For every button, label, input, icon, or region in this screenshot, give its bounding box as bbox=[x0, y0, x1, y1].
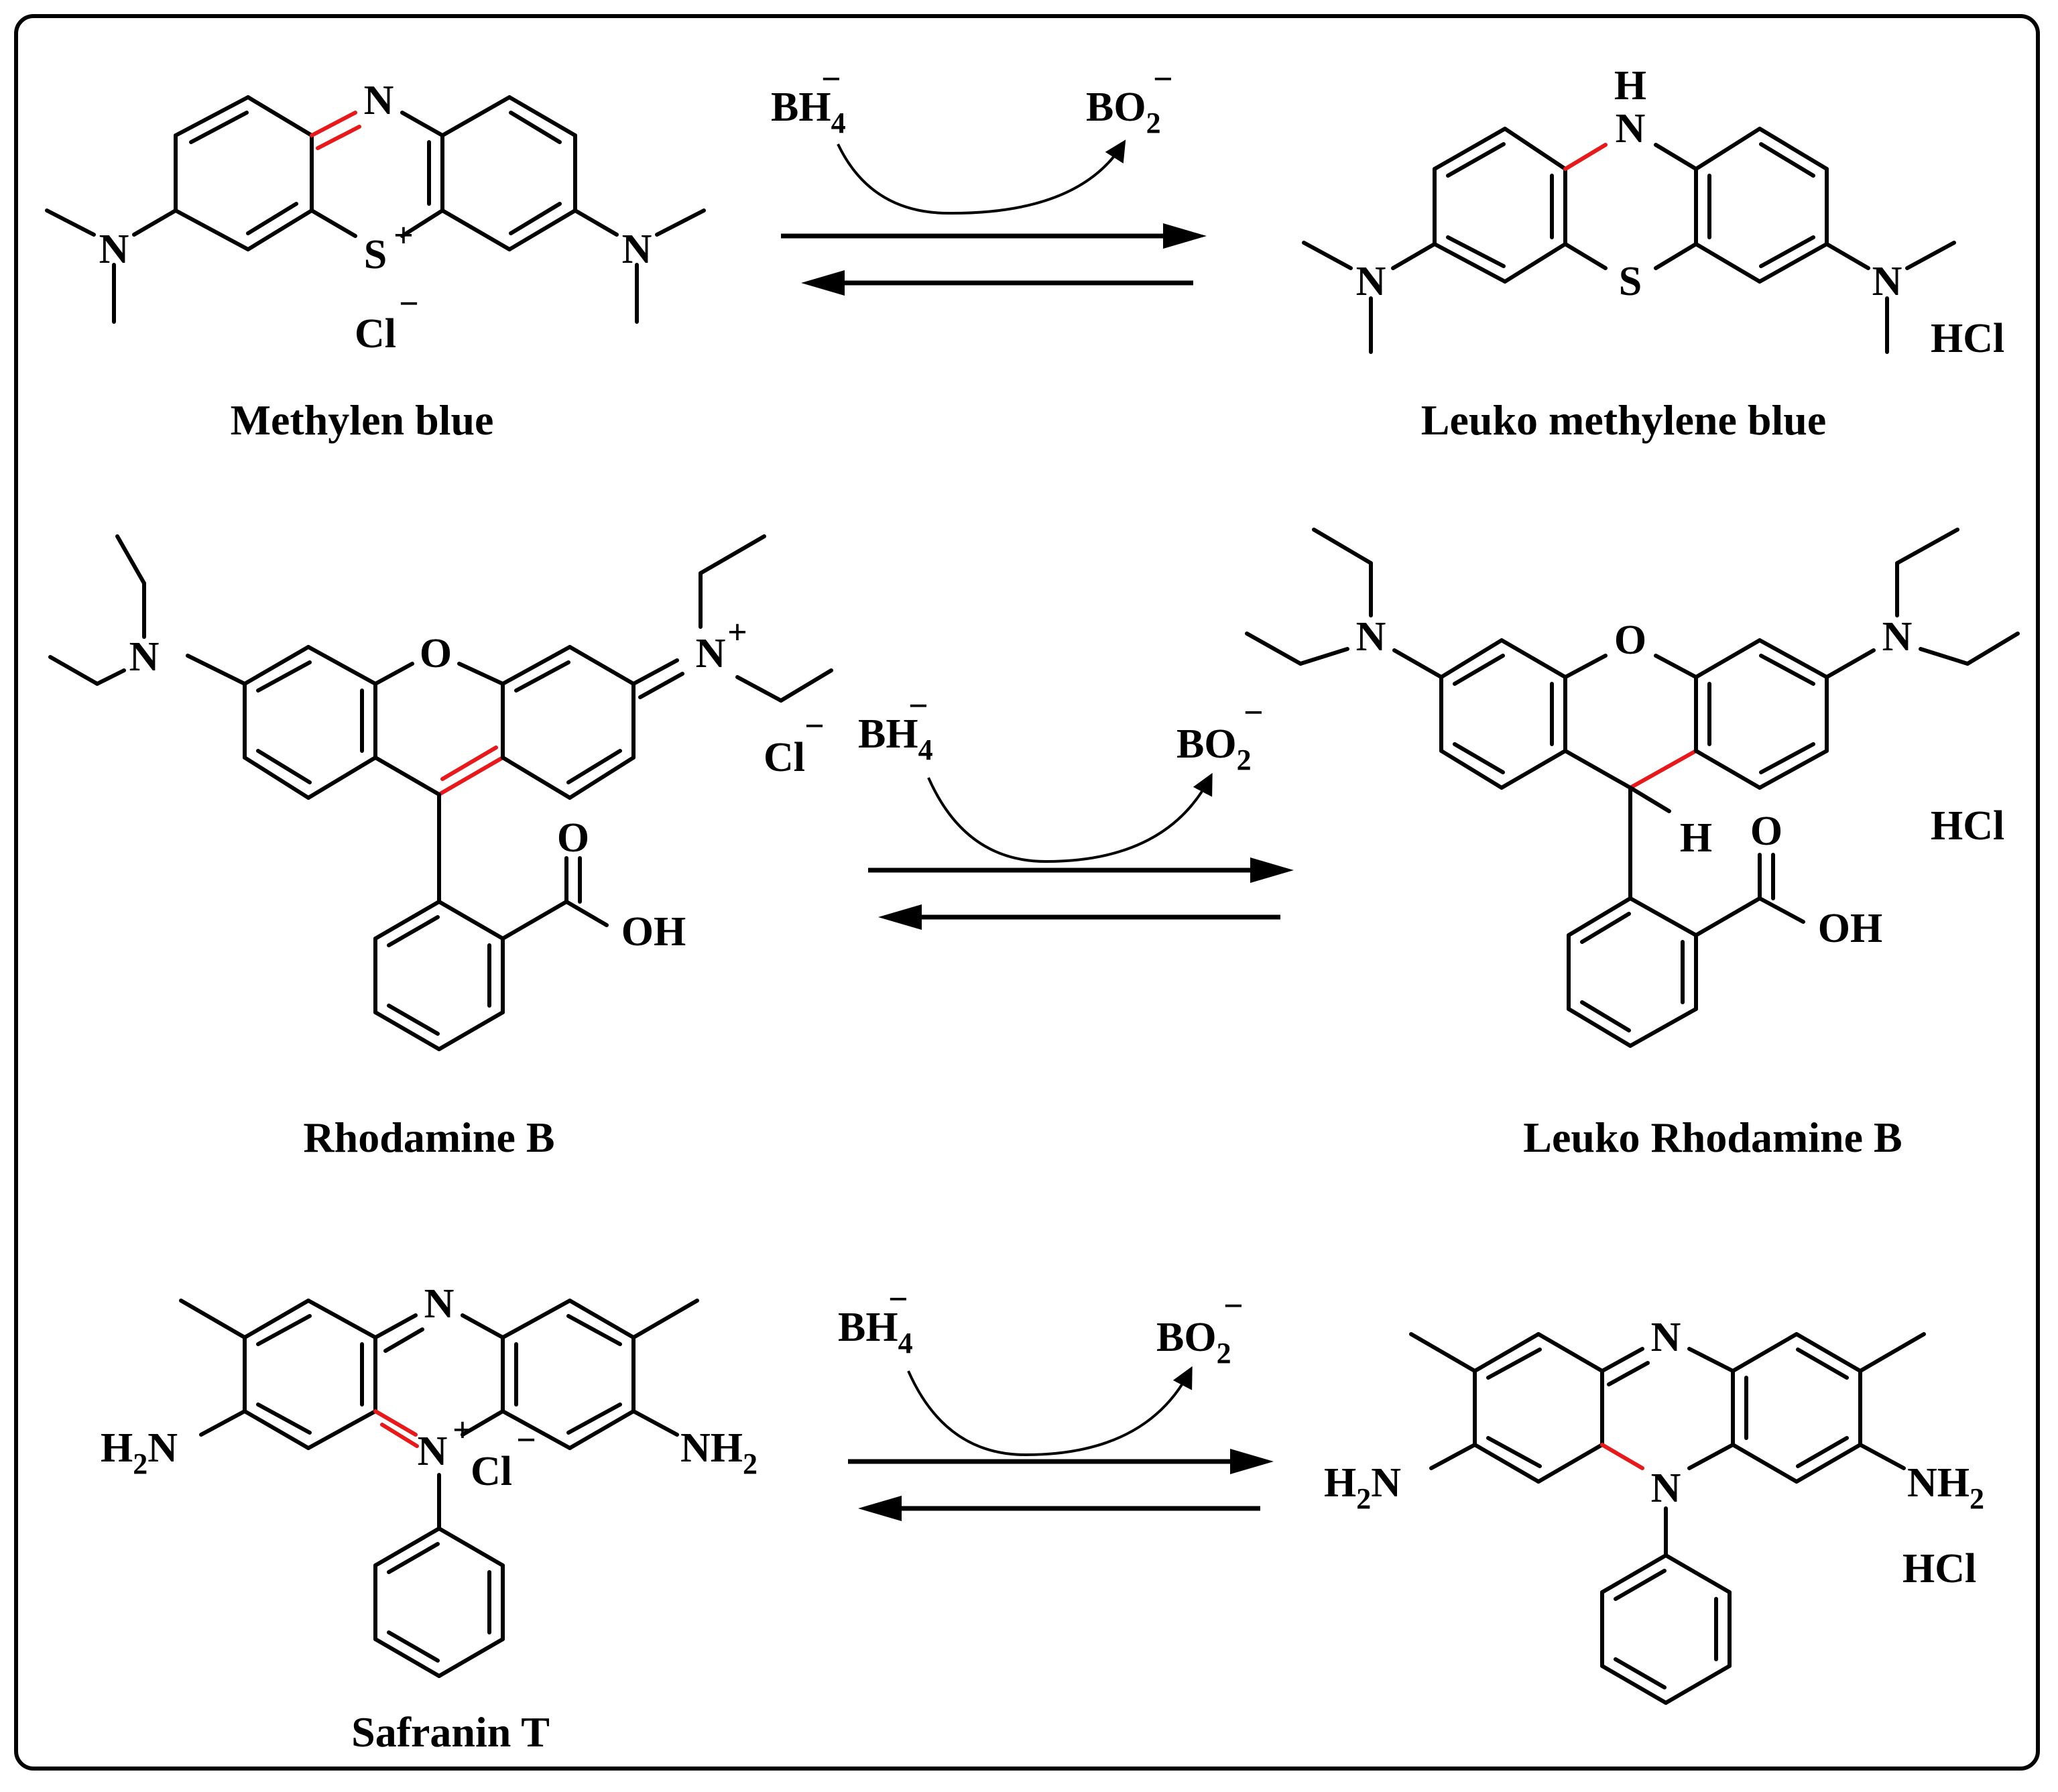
byproduct-charge: − bbox=[1153, 60, 1173, 99]
salt-HCl: HCl bbox=[1902, 1546, 1976, 1592]
reaction-arrows-1: BH4 − BO2 − bbox=[771, 60, 1207, 296]
atom-N: N bbox=[129, 634, 160, 680]
atom-H: H bbox=[1614, 63, 1646, 109]
reagent-bh4: BH4 bbox=[838, 1305, 913, 1360]
atom-N: N bbox=[424, 1281, 455, 1327]
salt-HCl: HCl bbox=[1931, 803, 2004, 849]
atom-N: N bbox=[99, 227, 129, 272]
frame-border bbox=[14, 14, 2040, 1771]
atom-N: N bbox=[418, 1429, 448, 1474]
atom-N: N bbox=[696, 631, 726, 676]
rhodamine-b-structure: N O N + Cl − O OH bbox=[48, 534, 833, 1051]
atom-O: O bbox=[557, 815, 589, 861]
charge-plus: + bbox=[727, 613, 747, 652]
byproduct-bo2: BO2 bbox=[1086, 84, 1161, 139]
counterion-Cl: Cl bbox=[764, 735, 805, 780]
caption-rhodamine-b: Rhodamine B bbox=[303, 1114, 554, 1161]
atom-S: S bbox=[1619, 259, 1642, 304]
charge-plus: + bbox=[394, 217, 414, 255]
atom-O: O bbox=[1614, 617, 1646, 663]
caption-methylene-blue: Methylen blue bbox=[231, 396, 494, 444]
leuko-methylene-blue-structure: H N S N N HCl bbox=[1302, 63, 2004, 361]
atom-N: N bbox=[1872, 259, 1902, 304]
byproduct-charge: − bbox=[1223, 1287, 1244, 1325]
atom-N: N bbox=[1356, 614, 1386, 660]
reagent-charge: − bbox=[908, 687, 928, 725]
reagent-charge: − bbox=[888, 1280, 908, 1319]
reaction-arrows-2: BH4 − BO2 − bbox=[858, 687, 1294, 930]
caption-leuko-rhodamine-b: Leuko Rhodamine B bbox=[1523, 1114, 1902, 1161]
atom-OH: OH bbox=[1818, 906, 1882, 951]
charge-plus: + bbox=[452, 1411, 473, 1449]
reagent-bh4: BH4 bbox=[858, 711, 933, 766]
atom-N: N bbox=[1651, 1315, 1681, 1360]
atom-OH: OH bbox=[621, 909, 686, 955]
charge-minus: − bbox=[399, 285, 419, 323]
atom-O: O bbox=[420, 631, 452, 676]
atom-N: N bbox=[1356, 259, 1386, 304]
reaction-arrows-3: BH4 − BO2 − bbox=[838, 1280, 1274, 1521]
caption-leuko-methylene-blue: Leuko methylene blue bbox=[1421, 396, 1826, 444]
atom-N: N bbox=[1651, 1466, 1681, 1511]
leuko-rhodamine-b-structure: N O N H O OH HCl bbox=[1245, 528, 2020, 1048]
leuko-safranin-structure: N N H2N NH2 HCl bbox=[1324, 1315, 1984, 1705]
atom-N: N bbox=[622, 227, 652, 272]
byproduct-bo2: BO2 bbox=[1176, 721, 1252, 776]
caption-safranin-t: Safranin T bbox=[351, 1708, 550, 1756]
atom-O: O bbox=[1750, 809, 1782, 854]
byproduct-charge: − bbox=[1244, 694, 1264, 732]
atom-H: H bbox=[1680, 815, 1712, 861]
reagent-charge: − bbox=[821, 60, 841, 99]
charge-minus: − bbox=[516, 1421, 536, 1459]
charge-minus: − bbox=[804, 707, 825, 745]
amine-NH2: NH2 bbox=[680, 1425, 758, 1480]
counterion-Cl: Cl bbox=[355, 311, 396, 357]
amine-NH2: NH2 bbox=[1907, 1460, 1984, 1515]
reagent-bh4: BH4 bbox=[771, 84, 846, 139]
atom-S: S bbox=[364, 232, 387, 278]
methylene-blue-structure: N S + N N Cl − bbox=[45, 78, 706, 357]
safranin-t-structure: N N + Cl − H2N NH2 bbox=[101, 1281, 758, 1678]
amine-H2N: H2N bbox=[101, 1425, 178, 1480]
atom-N: N bbox=[1616, 106, 1646, 152]
atom-N: N bbox=[1882, 614, 1913, 660]
amine-H2N: H2N bbox=[1324, 1460, 1401, 1515]
counterion-Cl: Cl bbox=[471, 1449, 512, 1494]
salt-HCl: HCl bbox=[1931, 316, 2004, 361]
atom-N: N bbox=[364, 78, 394, 123]
byproduct-bo2: BO2 bbox=[1156, 1315, 1231, 1370]
